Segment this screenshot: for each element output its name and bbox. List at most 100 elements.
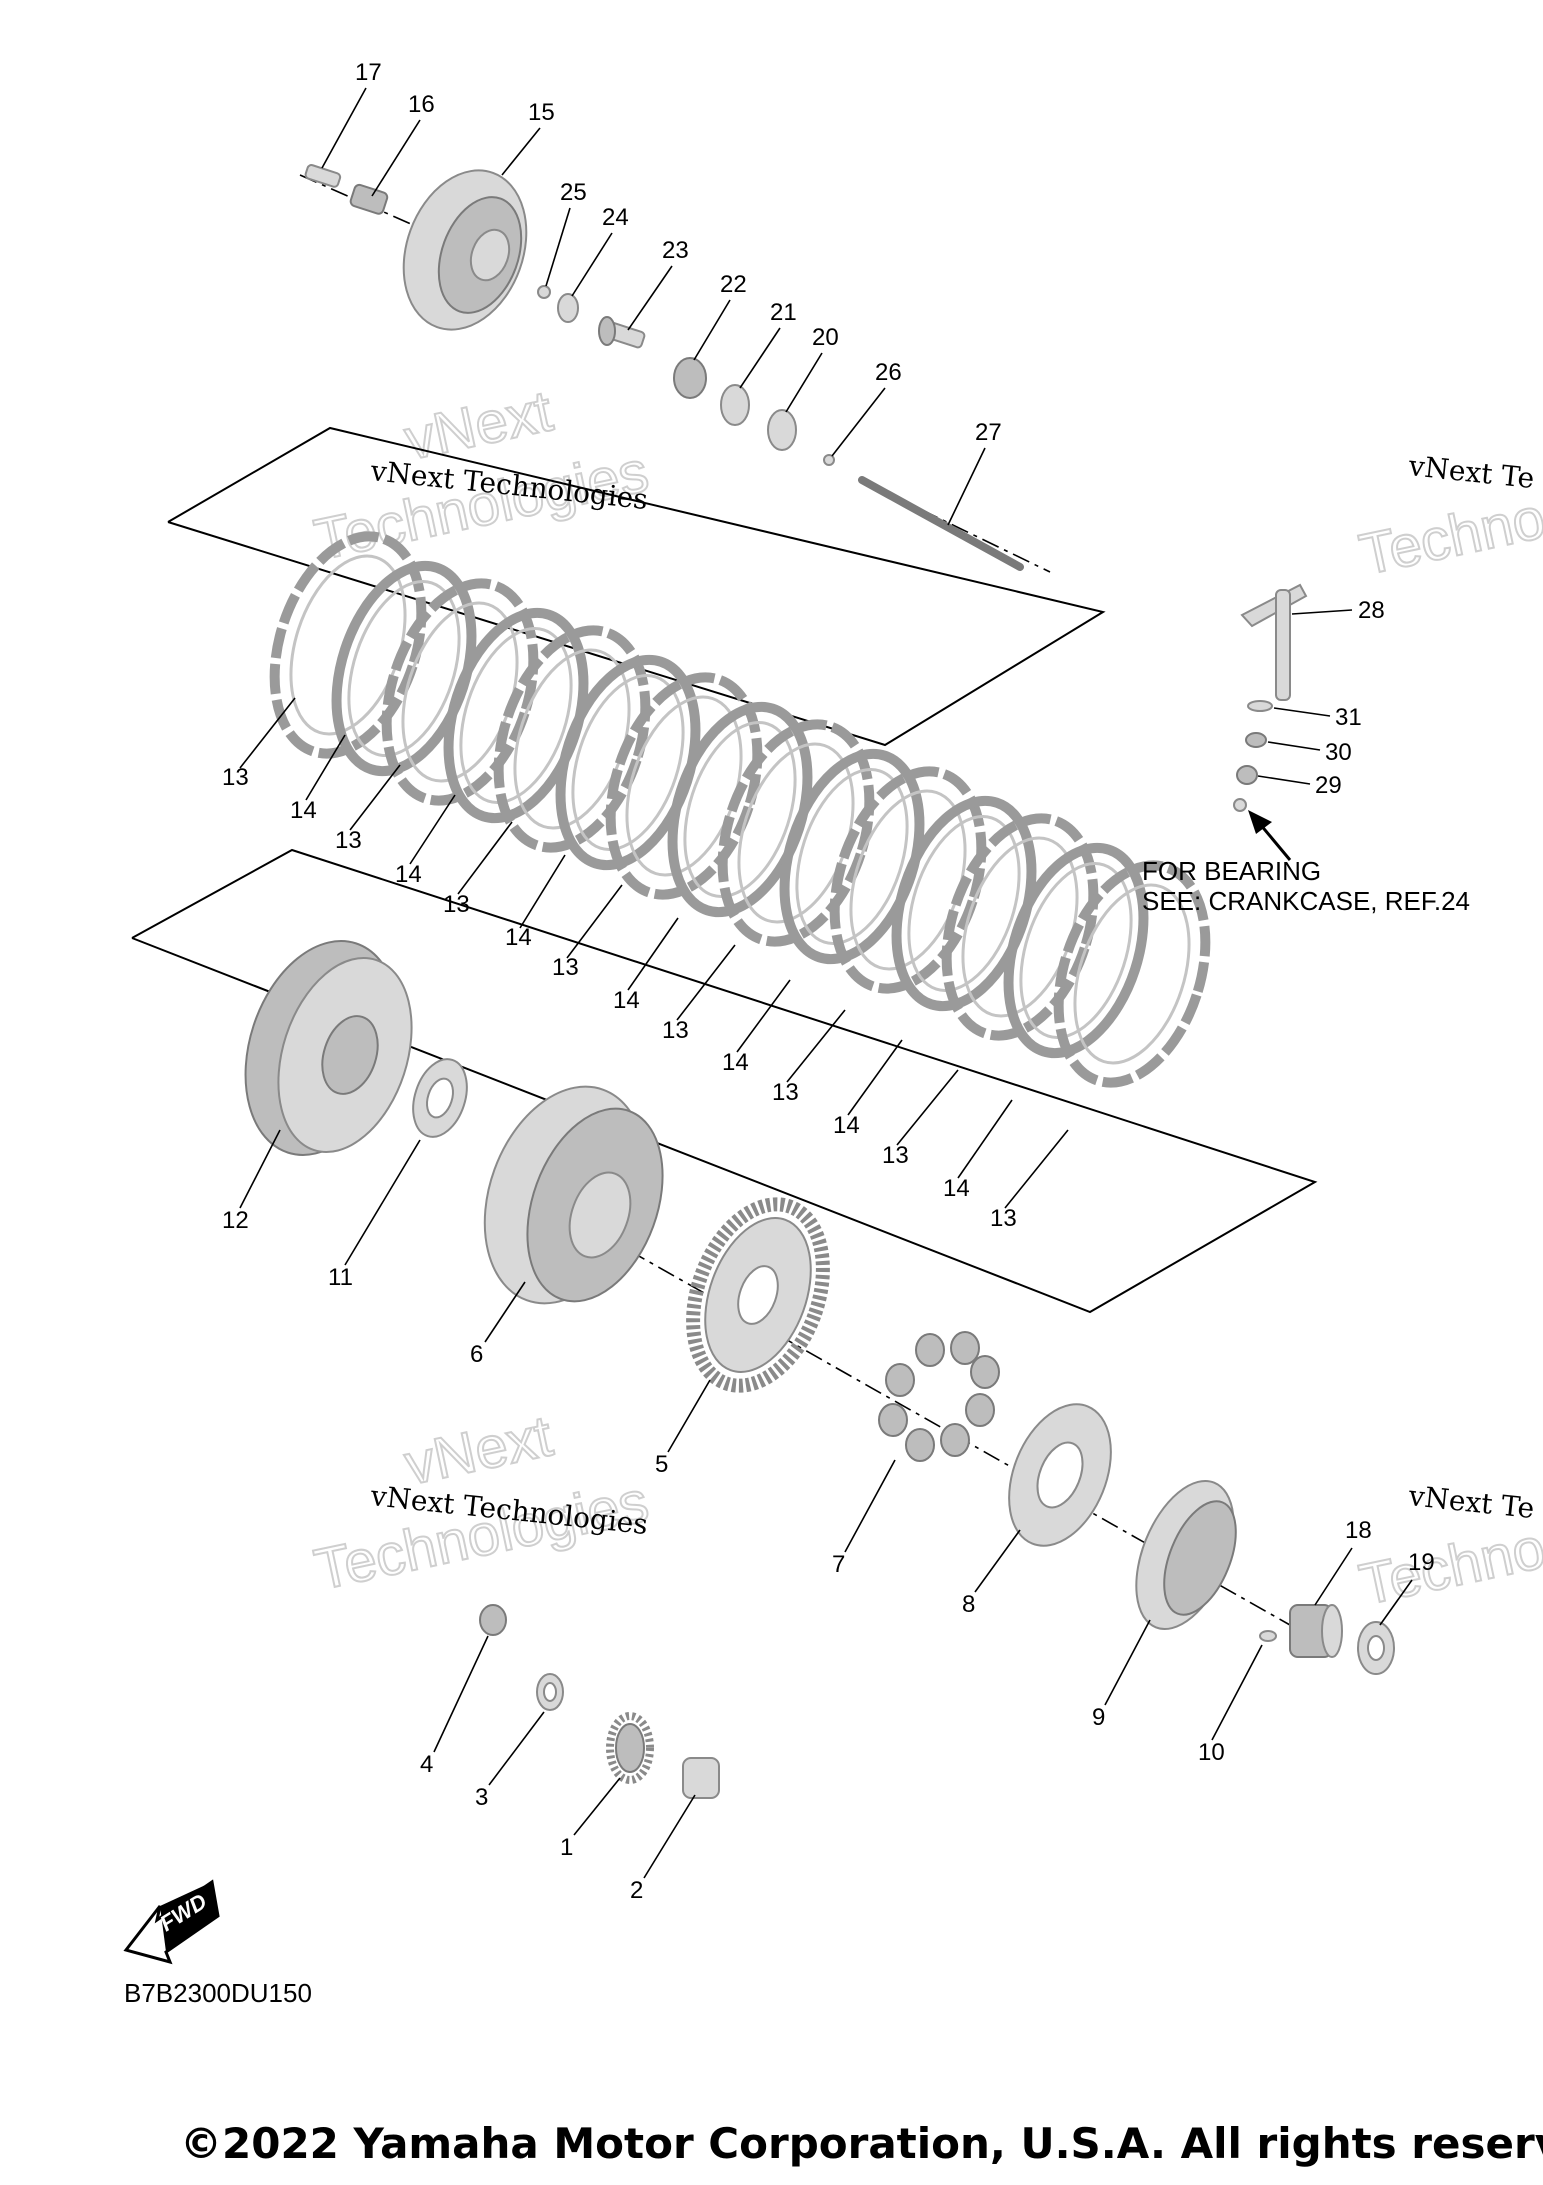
callout-27: 27	[975, 419, 1002, 446]
callout-13h: 13	[990, 1205, 1017, 1232]
part-7-damper-set	[878, 1331, 1000, 1462]
part-9-cover-plate	[1135, 1479, 1237, 1631]
leader-line-20	[785, 352, 823, 413]
damper	[915, 1333, 945, 1367]
callout-22: 22	[720, 271, 747, 298]
leader-line-12	[239, 1129, 281, 1209]
callout-28: 28	[1358, 597, 1385, 624]
part-5-drive-gear	[686, 1197, 830, 1393]
leader-line-4	[433, 1635, 489, 1753]
callout-23: 23	[662, 237, 689, 264]
damper	[905, 1428, 935, 1462]
leader-line-8	[974, 1529, 1021, 1593]
callout-14g: 14	[943, 1175, 970, 1202]
leader-line-16	[371, 119, 421, 197]
leader-line-13b	[349, 764, 401, 831]
leader-line-13c	[457, 821, 513, 895]
part-3-washer	[536, 1673, 564, 1711]
pressure-plate-axis	[299, 174, 421, 229]
callout-14e: 14	[722, 1049, 749, 1076]
callout-20: 20	[812, 324, 839, 351]
part-20-washer	[767, 409, 797, 451]
callout-5: 5	[655, 1451, 668, 1478]
watermark-lower-left: vNext Technologies vNext Technologies	[308, 1402, 655, 1603]
part-8-plate	[1008, 1403, 1112, 1547]
leader-line-9	[1104, 1619, 1151, 1706]
leader-line-3	[488, 1711, 545, 1786]
part-10-pin	[1259, 1630, 1277, 1642]
plate-inner-edge	[795, 768, 909, 945]
callout-14d: 14	[613, 987, 640, 1014]
callout-1: 1	[560, 1834, 573, 1861]
leader-line-27	[947, 447, 986, 526]
callout-10: 10	[1198, 1739, 1225, 1766]
leader-line-21	[739, 327, 781, 389]
part-4-nut	[479, 1604, 507, 1636]
bearing-reference-point	[1233, 798, 1247, 812]
damper	[940, 1423, 970, 1457]
leader-line-13g	[896, 1069, 959, 1146]
part-31-clip	[1247, 700, 1273, 712]
leader-line-14f	[847, 1039, 903, 1116]
callout-13d: 13	[552, 954, 579, 981]
leader-line-15	[501, 127, 541, 176]
callout-leader-lines	[239, 87, 1413, 1879]
callout-13e: 13	[662, 1017, 689, 1044]
diagram-code: B7B2300DU150	[124, 1978, 312, 2008]
callout-26: 26	[875, 359, 902, 386]
callout-17: 17	[355, 59, 382, 86]
callout-13g: 13	[882, 1142, 909, 1169]
watermark-lower-right: vNext Te Techno	[1353, 1479, 1543, 1619]
callout-7: 7	[832, 1551, 845, 1578]
watermark-upper-left: vNext Technologies vNext Technologies	[308, 377, 655, 573]
leader-line-23	[627, 265, 673, 331]
leader-line-28	[1291, 609, 1353, 615]
callout-14b: 14	[395, 861, 422, 888]
callout-16: 16	[408, 91, 435, 118]
damper	[965, 1393, 995, 1427]
plate-inner-edge	[571, 674, 685, 851]
damper	[878, 1403, 908, 1437]
clutch-plate	[1003, 842, 1149, 1059]
leader-line-22	[693, 299, 731, 361]
part-19-washer	[1357, 1621, 1395, 1675]
leader-line-5	[667, 1379, 711, 1453]
leader-line-29	[1257, 775, 1311, 785]
callout-8: 8	[962, 1591, 975, 1618]
callout-12: 12	[222, 1207, 249, 1234]
leader-line-14b	[409, 794, 456, 865]
leader-line-26	[831, 387, 886, 457]
plate-inner-edge	[683, 721, 797, 898]
part-15-pressure-plate	[402, 169, 528, 331]
callout-14c: 14	[505, 924, 532, 951]
callout-31: 31	[1335, 704, 1362, 731]
copyright-notice: ©2022 Yamaha Motor Corporation, U.S.A. A…	[180, 2119, 1543, 2168]
callout-30: 30	[1325, 739, 1352, 766]
part-1-gear	[606, 1712, 654, 1784]
leader-line-6	[484, 1281, 526, 1343]
part-21-lock-washer	[720, 384, 750, 426]
callout-14a: 14	[290, 797, 317, 824]
callout-24: 24	[602, 204, 629, 231]
leader-line-13e	[676, 944, 736, 1021]
plate-inner-edge	[907, 815, 1021, 992]
plate-inner-edge	[1073, 883, 1191, 1065]
part-30-seal	[1245, 732, 1267, 748]
forward-direction-arrow: FWD	[123, 1879, 220, 1965]
watermark-text: Techno	[1354, 1515, 1543, 1617]
part-28-push-lever	[1240, 583, 1308, 701]
part-2-bearing	[682, 1757, 720, 1799]
leader-line-13a	[239, 697, 296, 769]
leader-line-13d	[566, 884, 623, 959]
plate-inner-edge	[459, 627, 573, 804]
callout-13c: 13	[443, 891, 470, 918]
clutch-plate-stack	[269, 531, 1211, 1088]
part-25-ball	[537, 285, 551, 299]
friction-plate	[1053, 860, 1211, 1088]
part-16-spring	[349, 183, 389, 215]
bearing-arrow	[1248, 810, 1292, 861]
watermark-text: vNext Te	[1406, 1479, 1536, 1525]
leader-line-18	[1314, 1547, 1353, 1606]
